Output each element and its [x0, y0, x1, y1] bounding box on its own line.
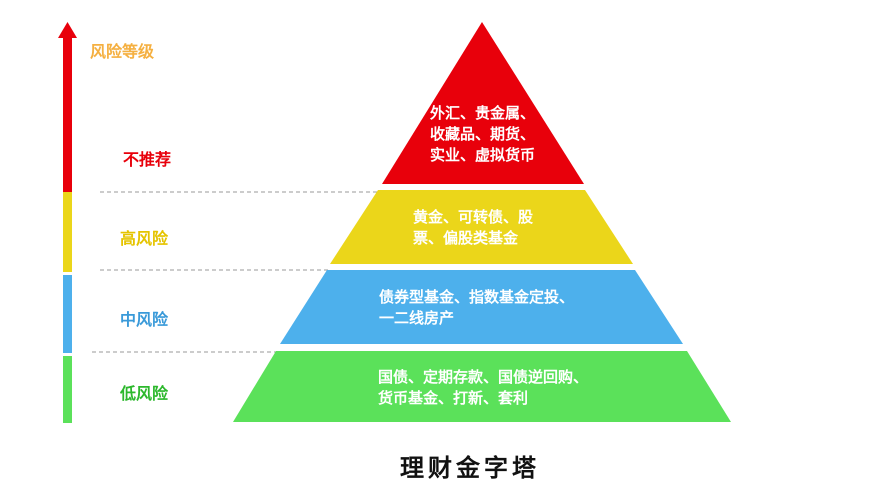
- tier-text-line: 国债、定期存款、国债逆回购、: [378, 368, 589, 386]
- arrow-up-icon: [58, 22, 77, 38]
- risk-axis-title: 风险等级: [90, 42, 155, 61]
- tier-text-line: 外汇、贵金属、: [430, 104, 536, 122]
- pyramid-title: 理财金字塔: [400, 454, 540, 482]
- axis-segment-yellow: [63, 192, 72, 272]
- axis-segment-blue: [63, 275, 72, 353]
- axis-segment-red: [63, 36, 72, 192]
- tier-text-line: 实业、虚拟货币: [430, 146, 536, 164]
- risk-level-label-1: 高风险: [120, 229, 169, 248]
- pyramid-tier-high: [330, 190, 633, 264]
- risk-level-label-3: 低风险: [120, 384, 169, 403]
- tier-text-line: 票、偏股类基金: [413, 229, 519, 247]
- pyramid-tier-top: [382, 22, 584, 184]
- risk-level-label-2: 中风险: [120, 310, 169, 329]
- tier-text-line: 收藏品、期货、: [430, 125, 536, 143]
- tier-text-line: 债券型基金、指数基金定投、: [379, 288, 575, 306]
- tier-text-high: 黄金、可转债、股 票、偏股类基金: [413, 207, 533, 249]
- tier-text-top: 外汇、贵金属、 收藏品、期货、 实业、虚拟货币: [430, 103, 535, 166]
- pyramid-tier-medium: [280, 270, 683, 344]
- tier-text-line: 黄金、可转债、股: [413, 208, 534, 226]
- tier-text-medium: 债券型基金、指数基金定投、 一二线房产: [379, 287, 574, 329]
- pyramid-tier-low: [233, 351, 731, 422]
- tier-text-line: 货币基金、打新、套利: [378, 389, 529, 407]
- axis-segment-green: [63, 356, 72, 423]
- tier-text-low: 国债、定期存款、国债逆回购、 货币基金、打新、套利: [378, 367, 588, 409]
- risk-level-label-0: 不推荐: [123, 150, 172, 169]
- tier-text-line: 一二线房产: [379, 309, 455, 327]
